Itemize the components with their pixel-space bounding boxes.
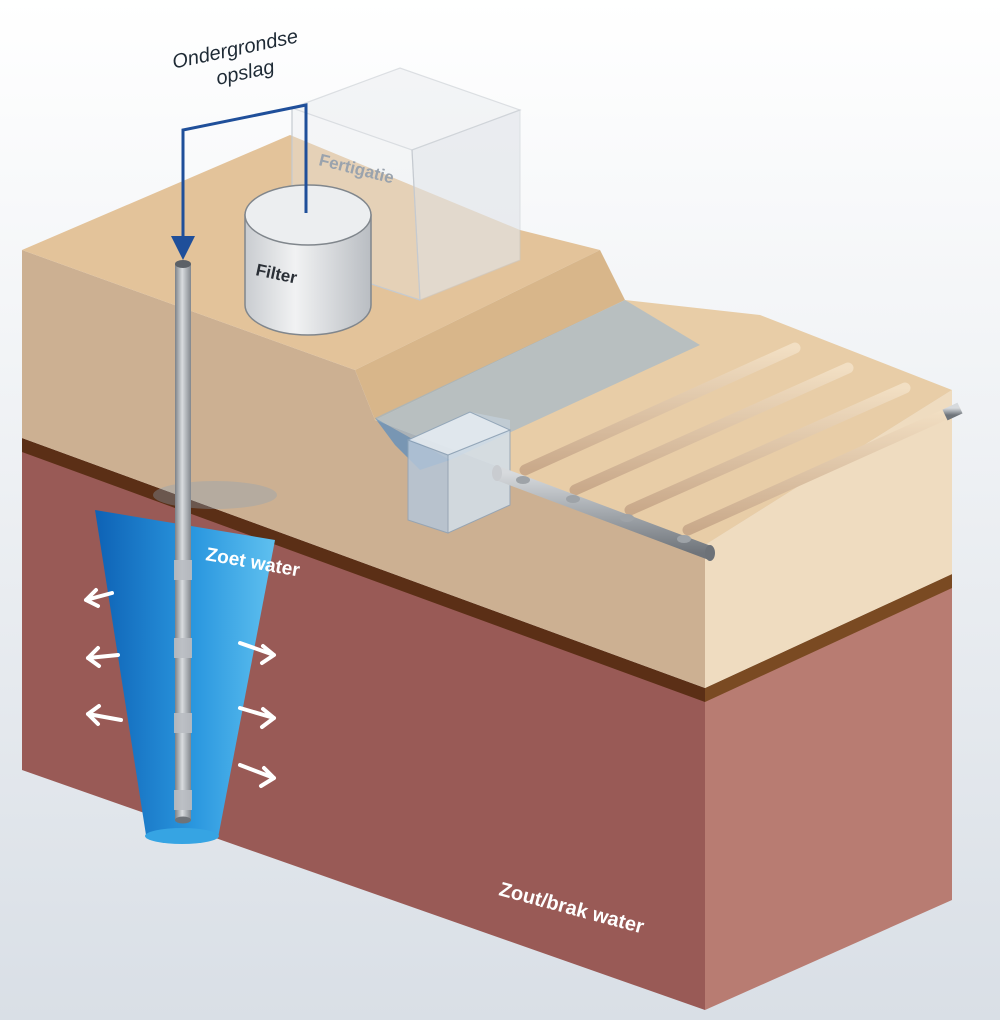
well-screen xyxy=(174,713,192,733)
flow-arrow-icon xyxy=(171,103,308,260)
clay-layer-right xyxy=(705,574,952,702)
well-pipe xyxy=(174,260,192,824)
arrow-left-icon xyxy=(86,704,123,726)
arrow-left-icon xyxy=(84,588,114,608)
soil-right-face xyxy=(705,585,952,1010)
arrow-right-icon xyxy=(238,763,276,788)
drain-tube xyxy=(624,382,911,516)
well-screen xyxy=(174,560,192,580)
well-screen xyxy=(174,638,192,658)
pipe-joint xyxy=(516,476,530,484)
arrow-left-icon xyxy=(86,646,120,668)
sand-front-face xyxy=(22,250,705,688)
pipe-joint xyxy=(677,535,691,543)
pipe-joint xyxy=(566,495,580,503)
collection-box xyxy=(406,411,512,534)
drain-tube xyxy=(682,404,961,536)
well-screen xyxy=(174,790,192,810)
sand-right-face xyxy=(705,390,952,688)
collector-pipe xyxy=(492,402,963,561)
drain-tube xyxy=(519,342,801,476)
sand-slope xyxy=(355,250,625,420)
drain-tubes xyxy=(519,342,961,536)
filter-tank xyxy=(244,184,372,336)
cone-bottom xyxy=(145,828,219,844)
drain-tube xyxy=(569,362,854,496)
clay-layer-front xyxy=(22,438,705,702)
pipe-joint xyxy=(620,514,634,522)
infiltration-arrows-icon xyxy=(84,588,276,788)
arrow-right-icon xyxy=(238,706,276,729)
arrow-right-icon xyxy=(238,641,276,665)
cone-top-shadow xyxy=(153,481,277,509)
